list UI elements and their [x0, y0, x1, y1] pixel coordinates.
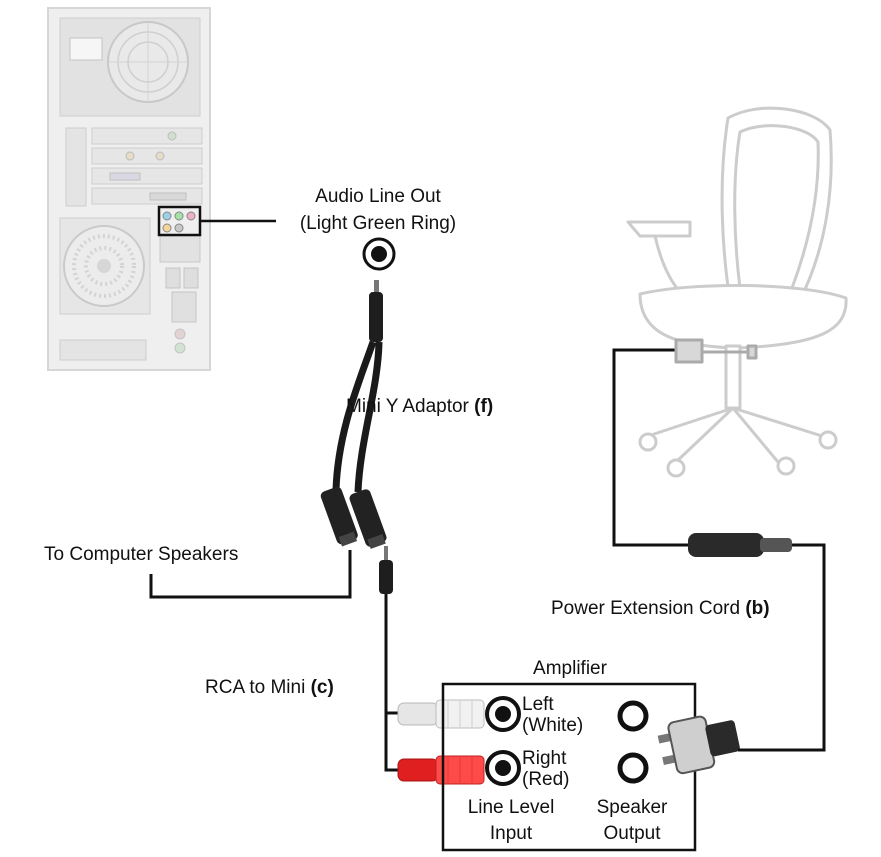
line-out-jack-icon: [362, 237, 396, 271]
speaker-output-sublabel: Output: [603, 823, 661, 844]
rca-white-plug: [397, 699, 485, 729]
audio-line-out-label: Audio Line Out: [315, 186, 441, 207]
rca-to-mini-label: RCA to Mini (c): [205, 677, 334, 698]
power-supply-icon: [59, 17, 201, 117]
left-input-jack-icon: [485, 696, 521, 732]
power-cord-wire-right: [738, 543, 826, 752]
speaker-output-jack-1-icon: [617, 700, 649, 732]
rca-cable-wire: [384, 594, 400, 772]
audio-line-out-sublabel: (Light Green Ring): [300, 213, 456, 234]
power-extension-cord-label: Power Extension Cord (b): [551, 598, 770, 619]
mini-y-adaptor: [320, 280, 387, 549]
line-level-label: Line Level: [468, 797, 555, 818]
case-fan-icon: [59, 217, 151, 315]
left-input-label: Left: [522, 694, 554, 715]
computer-tower: [47, 7, 211, 371]
office-chair-icon: [626, 106, 848, 478]
right-input-sublabel: (Red): [522, 769, 570, 790]
amplifier-title: Amplifier: [533, 658, 608, 679]
mini-y-adaptor-label: Mini Y Adaptor (f): [346, 396, 493, 417]
right-input-jack-icon: [485, 750, 521, 786]
rca-to-mini-plug: [379, 546, 393, 594]
line-level-sublabel: Input: [490, 823, 533, 844]
left-input-sublabel: (White): [522, 715, 583, 736]
to-computer-speakers-label: To Computer Speakers: [44, 544, 238, 565]
speaker-output-label: Speaker: [597, 797, 668, 818]
power-plug-icon: [657, 715, 740, 775]
speaker-output-jack-2-icon: [617, 752, 649, 784]
power-cord-wire-left: [612, 348, 688, 547]
extension-cord-socket: [688, 533, 792, 557]
io-panel: [59, 235, 201, 361]
expansion-slots: [65, 127, 203, 207]
speakers-wire: [149, 550, 352, 599]
audio-jacks-highlight: [157, 205, 202, 237]
right-input-label: Right: [522, 748, 567, 769]
rca-red-plug: [397, 755, 485, 785]
